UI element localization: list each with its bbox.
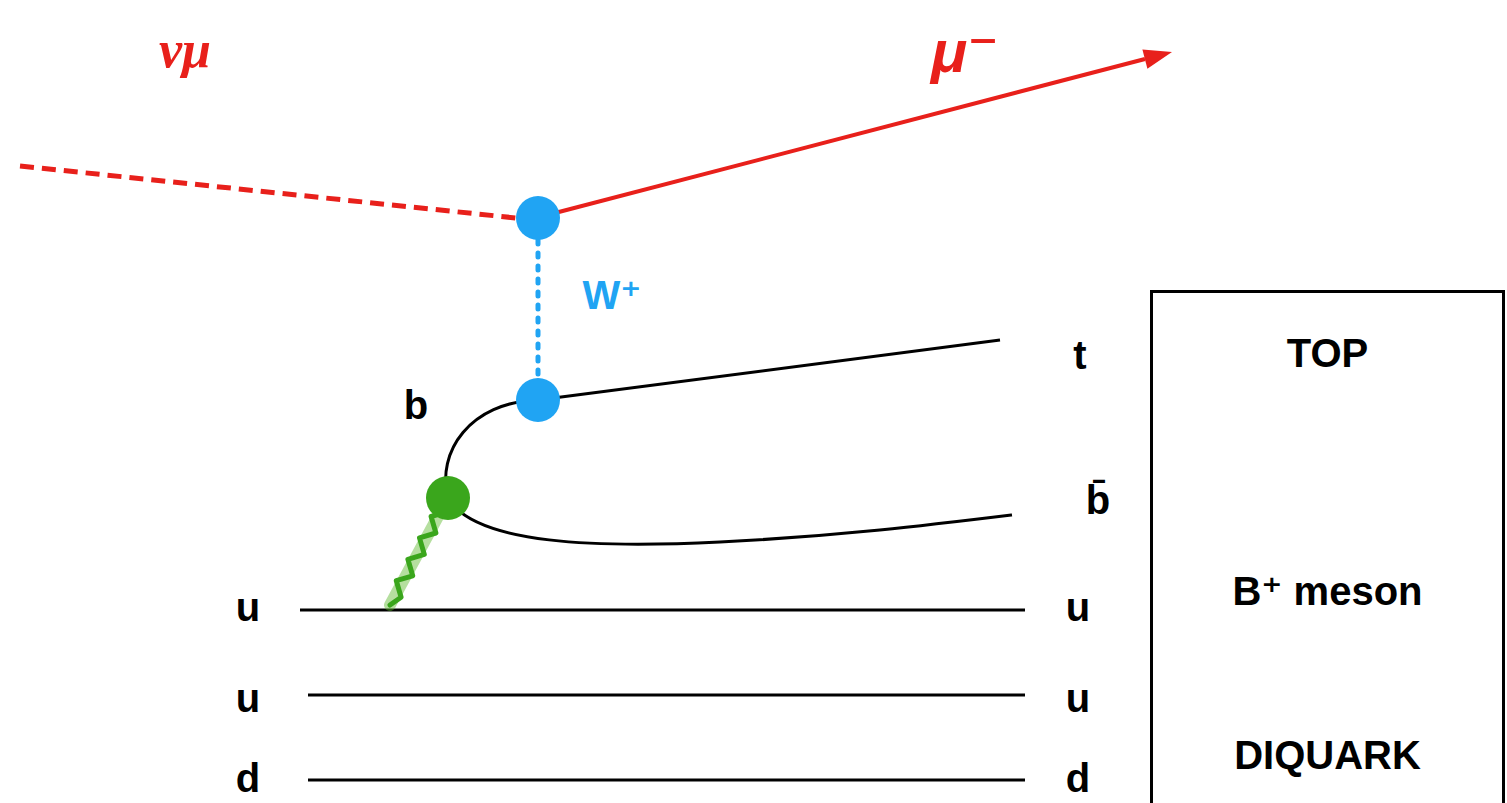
box-heading: B⁺ meson	[1153, 571, 1502, 611]
quark-label: t	[1073, 335, 1086, 375]
quark-label: u	[1066, 678, 1090, 718]
top-quark-line	[538, 340, 1000, 400]
boson-label: W⁺	[583, 275, 642, 315]
muon-arrowhead	[1142, 49, 1172, 68]
anti-b-quark-line	[448, 498, 1012, 544]
vertex-dot	[516, 196, 560, 240]
w-boson-line	[536, 240, 541, 378]
box-heading: TOP	[1153, 333, 1502, 373]
neutrino-line	[20, 166, 535, 220]
quark-line	[308, 779, 1025, 782]
quark-line	[308, 694, 1025, 697]
particle-label: μ⁻	[931, 22, 999, 82]
box-heading: DIQUARK	[1153, 735, 1502, 775]
vertex-dot	[516, 378, 560, 422]
quark-label: d	[236, 758, 260, 798]
quark-line	[300, 609, 1025, 612]
particle-label: νμ	[159, 24, 211, 76]
quark-label: d	[1066, 758, 1090, 798]
vertex-dot	[426, 476, 470, 520]
muon-line	[555, 59, 1145, 213]
legend-box: TOP B⁺ mesonDIQUARK	[1150, 290, 1505, 803]
quark-label: b̄	[1086, 480, 1110, 520]
quark-label: u	[236, 587, 260, 627]
quark-label: b	[404, 385, 428, 425]
quark-label: u	[236, 678, 260, 718]
quark-label: u	[1066, 587, 1090, 627]
